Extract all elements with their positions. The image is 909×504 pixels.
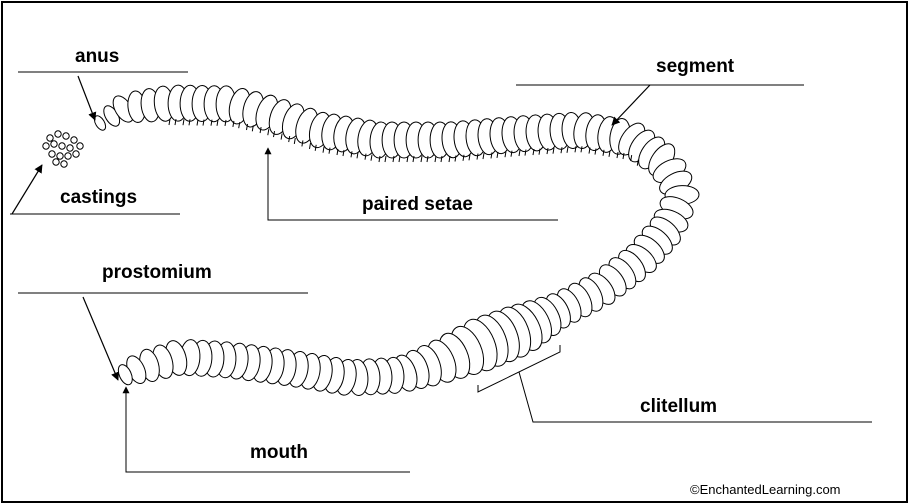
casting-pellet: [73, 151, 79, 157]
label-paired-setae: paired setae: [362, 194, 473, 215]
casting-pellet: [49, 151, 55, 157]
casting-pellet: [55, 131, 61, 137]
casting-pellet: [63, 133, 69, 139]
label-castings: castings: [60, 187, 137, 208]
label-anus: anus: [75, 46, 119, 67]
label-clitellum: clitellum: [640, 396, 717, 417]
copyright-credit: ©EnchantedLearning.com: [690, 482, 841, 497]
casting-pellet: [71, 137, 77, 143]
label-prostomium: prostomium: [102, 262, 212, 283]
casting-pellet: [61, 161, 67, 167]
casting-pellet: [47, 135, 53, 141]
casting-pellet: [53, 159, 59, 165]
casting-pellet: [65, 153, 71, 159]
casting-pellet: [77, 143, 83, 149]
casting-pellet: [43, 143, 49, 149]
label-segment: segment: [656, 56, 735, 77]
casting-pellet: [51, 141, 57, 147]
casting-pellet: [59, 143, 65, 149]
casting-pellet: [67, 145, 73, 151]
casting-pellet: [57, 153, 63, 159]
label-mouth: mouth: [250, 442, 308, 463]
